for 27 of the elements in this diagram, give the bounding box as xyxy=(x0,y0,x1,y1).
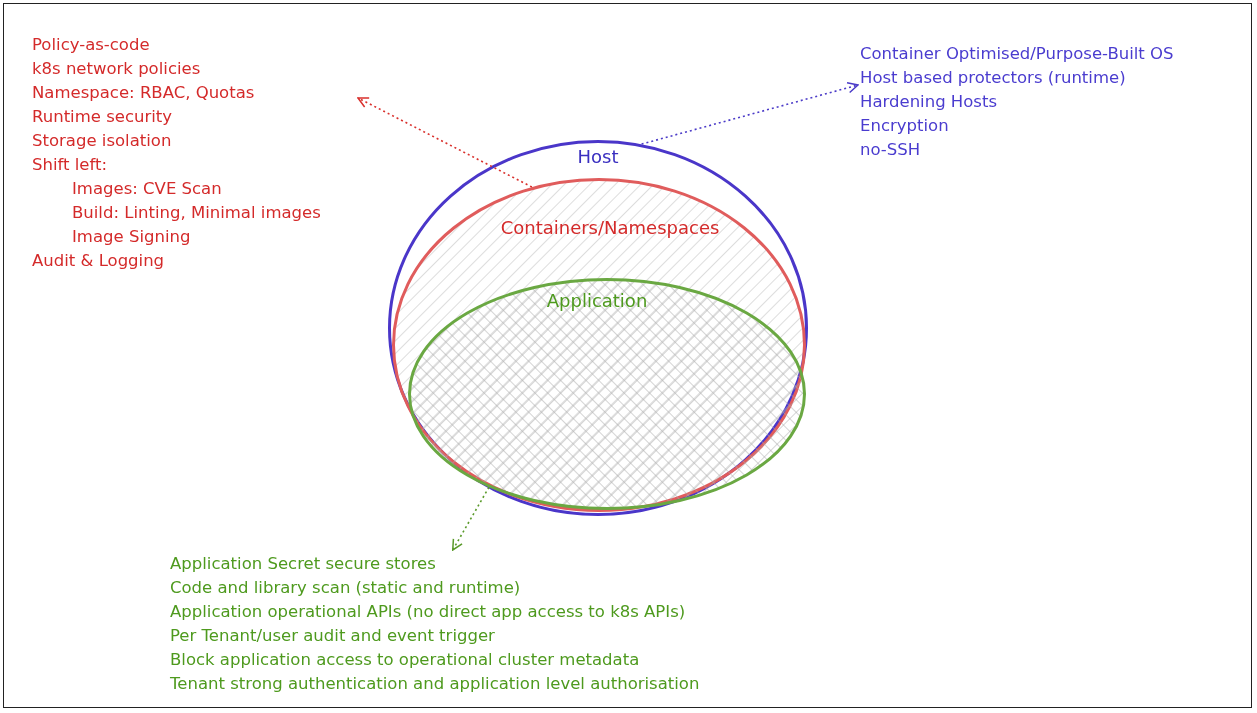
list-item: Shift left: xyxy=(32,154,108,176)
dotted-arrow xyxy=(357,97,533,188)
dotted-arrow xyxy=(451,486,490,551)
list-item: no-SSH xyxy=(860,139,921,161)
list-item: Tenant strong authentication and application level authorisation xyxy=(170,673,700,695)
list-item: Storage isolation xyxy=(32,130,172,152)
list-item: Application operational APIs (no direct app access to k8s APIs) xyxy=(170,601,686,623)
list-item: Host based protectors (runtime) xyxy=(860,67,1126,89)
list-item: Encryption xyxy=(860,115,949,137)
list-item: Policy-as-code xyxy=(32,34,150,56)
list-item: Namespace: RBAC, Quotas xyxy=(32,82,255,104)
list-item: Hardening Hosts xyxy=(860,91,998,113)
ellipse-label: Containers/Namespaces xyxy=(500,216,720,238)
list-item: Application Secret secure stores xyxy=(170,553,436,575)
list-item: Build: Linting, Minimal images xyxy=(72,202,321,224)
list-item: Image Signing xyxy=(72,226,191,248)
list-item: Container Optimised/Purpose-Built OS xyxy=(860,43,1174,65)
list-item: Per Tenant/user audit and event trigger xyxy=(170,625,495,647)
list-item: Block application access to operational cluster metadata xyxy=(170,649,640,671)
list-item: Images: CVE Scan xyxy=(72,178,222,200)
dotted-arrow xyxy=(640,82,859,145)
list-item: Audit & Logging xyxy=(32,250,165,272)
ellipse-label: Application xyxy=(546,289,648,311)
list-item: Runtime security xyxy=(32,106,173,128)
list-item: Code and library scan (static and runtime) xyxy=(170,577,521,599)
list-item: k8s network policies xyxy=(32,58,201,80)
ellipse-label: Host xyxy=(577,145,619,167)
